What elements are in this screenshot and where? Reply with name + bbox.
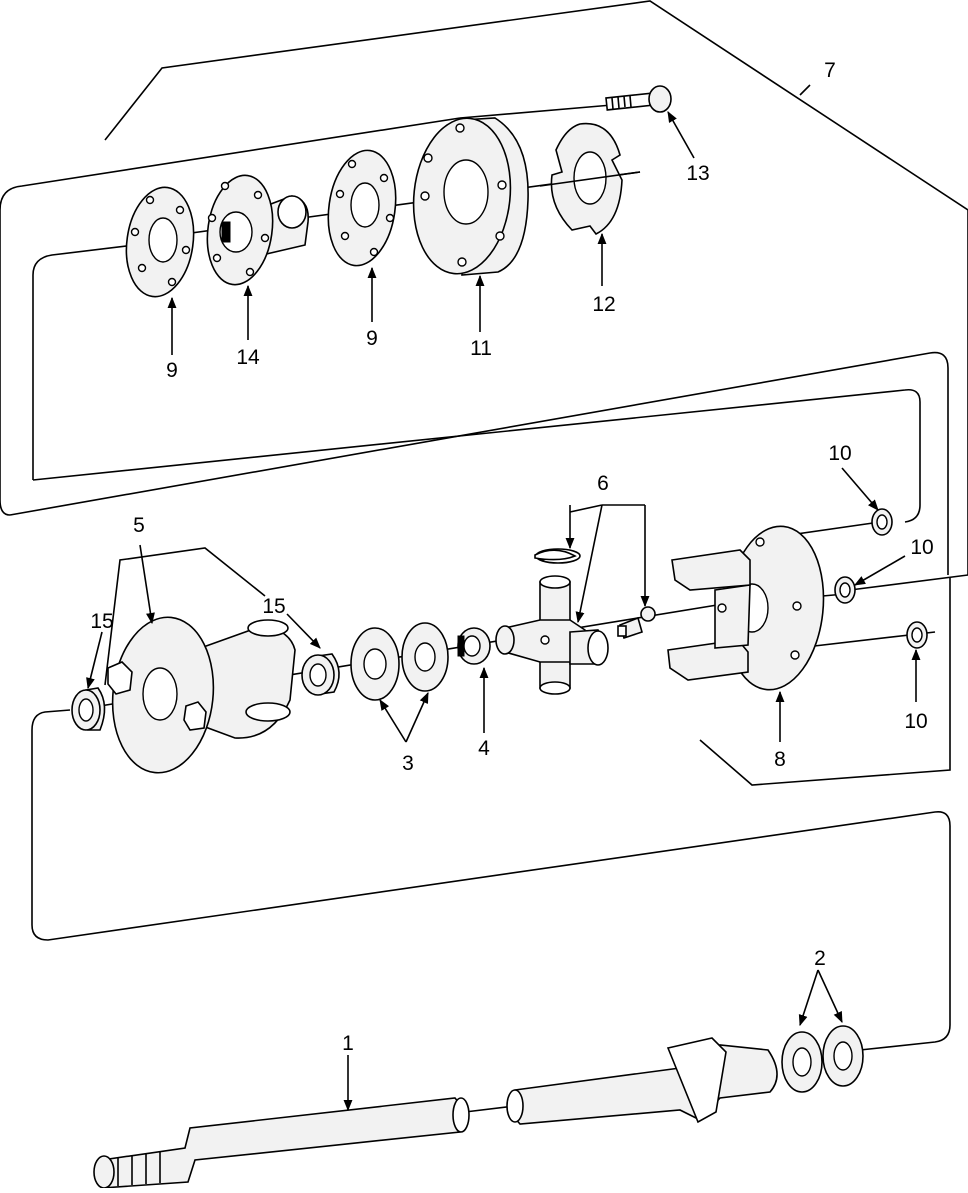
flange-plate-9-right [327, 149, 397, 267]
flange-plate-9-left [125, 186, 195, 298]
bushing-15-left [71, 687, 106, 731]
universal-joint-cross-6 [495, 548, 609, 695]
shaft-1-left-section [93, 1097, 470, 1189]
washers-3 [350, 622, 449, 701]
flange-group-inner-frame [32, 241, 161, 480]
yoke-flange-5 [107, 616, 296, 774]
circlip-6 [534, 549, 577, 561]
bushing-10-top [871, 508, 893, 536]
bushing-10-middle [834, 576, 856, 604]
yoke-flange-8 [667, 525, 825, 691]
coupling-disc-11 [412, 117, 529, 276]
callout-7: 7 [824, 59, 836, 82]
callout-14: 14 [236, 346, 260, 369]
upper-centerline-2 [459, 104, 613, 119]
seal-clip-4 [457, 627, 491, 665]
bushing-15-right [301, 653, 340, 696]
splined-hub-14 [206, 174, 309, 286]
callout-6: 6 [597, 472, 609, 495]
slotted-plate-12 [539, 122, 641, 236]
callout-10-top: 10 [828, 442, 851, 465]
callout-3: 3 [402, 752, 414, 775]
bushing-10-bottom [906, 621, 928, 649]
callout-9-left: 9 [166, 359, 178, 382]
assembly-7-outline [104, 0, 968, 591]
grease-fitting-6 [617, 606, 656, 640]
callout-2: 2 [814, 947, 826, 970]
callout-15-left: 15 [90, 610, 113, 633]
shaft-group-frame [31, 709, 951, 1051]
callout-12: 12 [592, 293, 615, 316]
flange-group-bottom-frame [32, 388, 921, 523]
callout-13: 13 [686, 162, 709, 185]
bolt-13 [605, 85, 672, 113]
washers-2 [781, 1025, 864, 1093]
callout-8: 8 [774, 748, 786, 771]
callout-10-bottom: 10 [904, 710, 927, 733]
callout-1: 1 [342, 1032, 354, 1055]
callout-15-right: 15 [262, 595, 285, 618]
flange-group-bottom-frame-2 [9, 351, 949, 575]
callout-5: 5 [133, 514, 145, 537]
leader-lines [86, 84, 921, 1112]
flange-group-frame [0, 117, 461, 516]
assembly-7-outline-lower [699, 578, 951, 786]
shaft-1-right-section [506, 1037, 778, 1125]
callout-labels: 1 2 3 4 5 6 7 8 9 9 10 10 10 11 12 13 14… [90, 59, 933, 1055]
callout-9-right: 9 [366, 327, 378, 350]
callout-4: 4 [478, 737, 490, 760]
callout-11: 11 [470, 337, 492, 360]
callout-10-middle: 10 [910, 536, 933, 559]
